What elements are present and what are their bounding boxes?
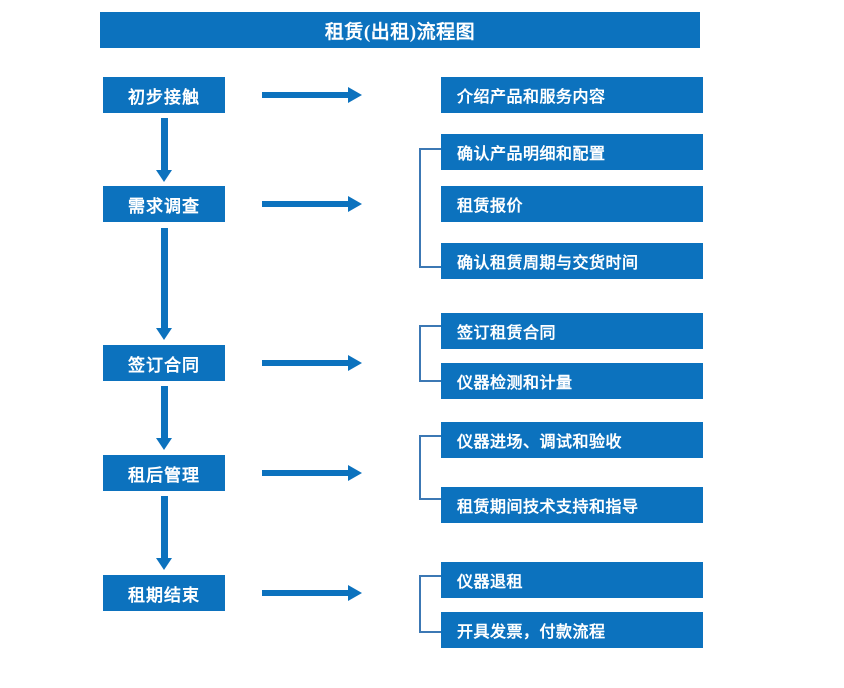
detail-box-invoice-payment[interactable]: 开具发票，付款流程 bbox=[441, 612, 703, 648]
group-bracket-icon-post-lease-mgmt bbox=[419, 435, 441, 500]
right-arrow-icon-survey bbox=[262, 195, 362, 213]
right-arrow-icon-contract bbox=[262, 354, 362, 372]
stage-box-initial-contact[interactable]: 初步接触 bbox=[103, 77, 225, 113]
down-arrow-icon-contact-to-survey bbox=[156, 118, 172, 184]
down-arrow-icon-contract-to-mgmt bbox=[156, 386, 172, 452]
group-bracket-icon-needs-survey bbox=[419, 148, 441, 268]
detail-box-instrument-test[interactable]: 仪器检测和计量 bbox=[441, 363, 703, 399]
detail-box-instrument-return[interactable]: 仪器退租 bbox=[441, 562, 703, 598]
detail-box-tech-support[interactable]: 租赁期间技术支持和指导 bbox=[441, 487, 703, 523]
right-arrow-icon-mgmt bbox=[262, 464, 362, 482]
down-arrow-icon-mgmt-to-end bbox=[156, 496, 172, 572]
stage-box-lease-end[interactable]: 租期结束 bbox=[103, 575, 225, 611]
down-arrow-icon-survey-to-contract bbox=[156, 228, 172, 342]
page-title: 租赁(出租)流程图 bbox=[100, 12, 700, 48]
detail-box-confirm-period[interactable]: 确认租赁周期与交货时间 bbox=[441, 243, 703, 279]
group-bracket-icon-lease-end bbox=[419, 575, 441, 633]
right-arrow-icon-contact bbox=[262, 86, 362, 104]
stage-box-post-lease-mgmt[interactable]: 租后管理 bbox=[103, 455, 225, 491]
detail-box-instrument-arrive[interactable]: 仪器进场、调试和验收 bbox=[441, 422, 703, 458]
group-bracket-icon-sign-contract bbox=[419, 325, 441, 382]
detail-box-lease-quote[interactable]: 租赁报价 bbox=[441, 186, 703, 222]
right-arrow-icon-end bbox=[262, 584, 362, 602]
stage-box-needs-survey[interactable]: 需求调查 bbox=[103, 186, 225, 222]
detail-box-confirm-spec[interactable]: 确认产品明细和配置 bbox=[441, 134, 703, 170]
detail-box-intro-products[interactable]: 介绍产品和服务内容 bbox=[441, 77, 703, 113]
detail-box-sign-lease-deal[interactable]: 签订租赁合同 bbox=[441, 313, 703, 349]
stage-box-sign-contract[interactable]: 签订合同 bbox=[103, 345, 225, 381]
